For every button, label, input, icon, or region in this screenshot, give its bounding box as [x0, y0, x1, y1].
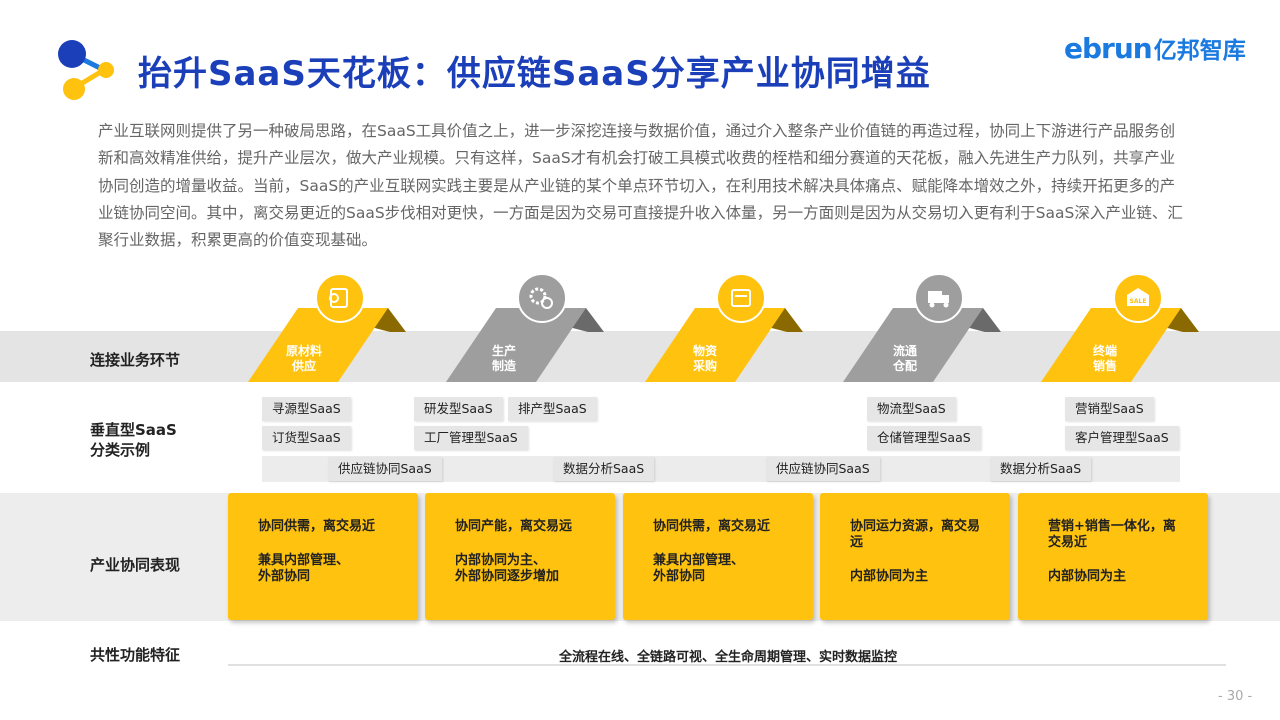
intro-paragraph: 产业互联网则提供了另一种破局思路，在SaaS工具价值之上，进一步深挖连接与数据价… [98, 122, 1183, 250]
sale-icon: SALE [1127, 288, 1149, 306]
stage-shape [645, 273, 803, 382]
cart-icon [731, 289, 751, 307]
stage-distribution: 流通 仓配 [843, 252, 1003, 382]
saas-tag: 客户管理型SaaS [1065, 426, 1179, 450]
strip-tag: 供应链协同SaaS [328, 457, 442, 481]
saas-tag: 研发型SaaS [414, 397, 503, 421]
brand-latin: ebrun [1064, 31, 1153, 65]
stage-procurement: 物资 采购 [645, 252, 805, 382]
stage-label-2: 制造 [491, 359, 516, 373]
stage-label-2: 仓配 [892, 359, 917, 373]
stage-label-2: 采购 [692, 359, 717, 373]
card-line-1: 协同运力资源，离交易远 [850, 519, 981, 550]
collab-card: 协同供需，离交易近 兼具内部管理、 外部协同 [623, 493, 813, 620]
collab-card: 协同产能，离交易远 内部协同为主、 外部协同逐步增加 [425, 493, 615, 620]
stage-label-1: 流通 [892, 344, 917, 358]
card-line-1: 协同供需，离交易近 [653, 519, 771, 534]
row-label-vertical-1: 垂直型SaaS [90, 421, 177, 439]
saas-tag: 寻源型SaaS [262, 397, 351, 421]
saas-tag: 排产型SaaS [508, 397, 597, 421]
card-line-2: 兼具内部管理、 外部协同 [653, 553, 745, 584]
strip-tag: 数据分析SaaS [990, 457, 1092, 481]
row-label-vertical: 垂直型SaaS 分类示例 [90, 420, 177, 460]
stage-label-2: 销售 [1092, 359, 1117, 373]
collab-card: 协同运力资源，离交易远 内部协同为主 [820, 493, 1010, 620]
card-line-1: 营销+销售一体化，离交易近 [1048, 519, 1176, 550]
card-line-2: 内部协同为主、 外部协同逐步增加 [455, 553, 560, 584]
roll-icon [329, 288, 348, 308]
common-features-underline [228, 664, 1226, 666]
stage-shape [843, 273, 1001, 382]
stage-shape: SALE [1041, 273, 1199, 382]
stage-label-2: 供应 [291, 359, 316, 373]
stage-label-1: 终端 [1092, 344, 1117, 358]
stage-shape [446, 273, 604, 382]
card-line-2: 兼具内部管理、 外部协同 [258, 553, 350, 584]
stage-label-1: 生产 [491, 344, 516, 358]
card-line-1: 协同产能，离交易远 [455, 519, 573, 534]
saas-tag: 营销型SaaS [1065, 397, 1154, 421]
saas-tag: 物流型SaaS [867, 397, 956, 421]
page-title: 抬升SaaS天花板：供应链SaaS分享产业协同增益 [138, 54, 931, 94]
stage-label-1: 原材料 [285, 344, 322, 358]
row-label-vertical-2: 分类示例 [90, 441, 151, 459]
common-features-text: 全流程在线、全链路可视、全生命周期管理、实时数据监控 [558, 650, 897, 665]
network-logo-icon [58, 40, 114, 100]
gears-icon [529, 287, 553, 309]
page-number: - 30 - [1218, 689, 1253, 704]
svg-text:SALE: SALE [1130, 298, 1147, 305]
brand-cn: 亿邦智库 [1153, 38, 1246, 64]
row-label-collab: 产业协同表现 [90, 556, 181, 574]
row-label-common: 共性功能特征 [90, 646, 181, 664]
card-line-1: 协同供需，离交易近 [258, 519, 376, 534]
collab-card: 协同供需，离交易近 兼具内部管理、 外部协同 [228, 493, 418, 620]
row-label-connect: 连接业务环节 [90, 351, 181, 369]
saas-tag: 仓储管理型SaaS [867, 426, 981, 450]
saas-tag: 工厂管理型SaaS [414, 426, 528, 450]
card-line-2: 内部协同为主 [1048, 569, 1127, 584]
card-line-2: 内部协同为主 [850, 569, 929, 584]
stage-shape [248, 273, 406, 382]
stage-raw-material: 原材料 供应 [248, 252, 408, 382]
strip-tag: 数据分析SaaS [553, 457, 655, 481]
stage-label-1: 物资 [692, 344, 717, 358]
strip-tag: 供应链协同SaaS [766, 457, 880, 481]
brand-logo: ebrun 亿邦智库 [1064, 28, 1246, 68]
truck-icon [928, 291, 949, 308]
stage-manufacturing: 生产 制造 [446, 252, 606, 382]
stage-retail: SALE 终端 销售 [1041, 252, 1201, 382]
saas-tag: 订货型SaaS [262, 426, 351, 450]
collab-card: 营销+销售一体化，离交易近 内部协同为主 [1018, 493, 1208, 620]
